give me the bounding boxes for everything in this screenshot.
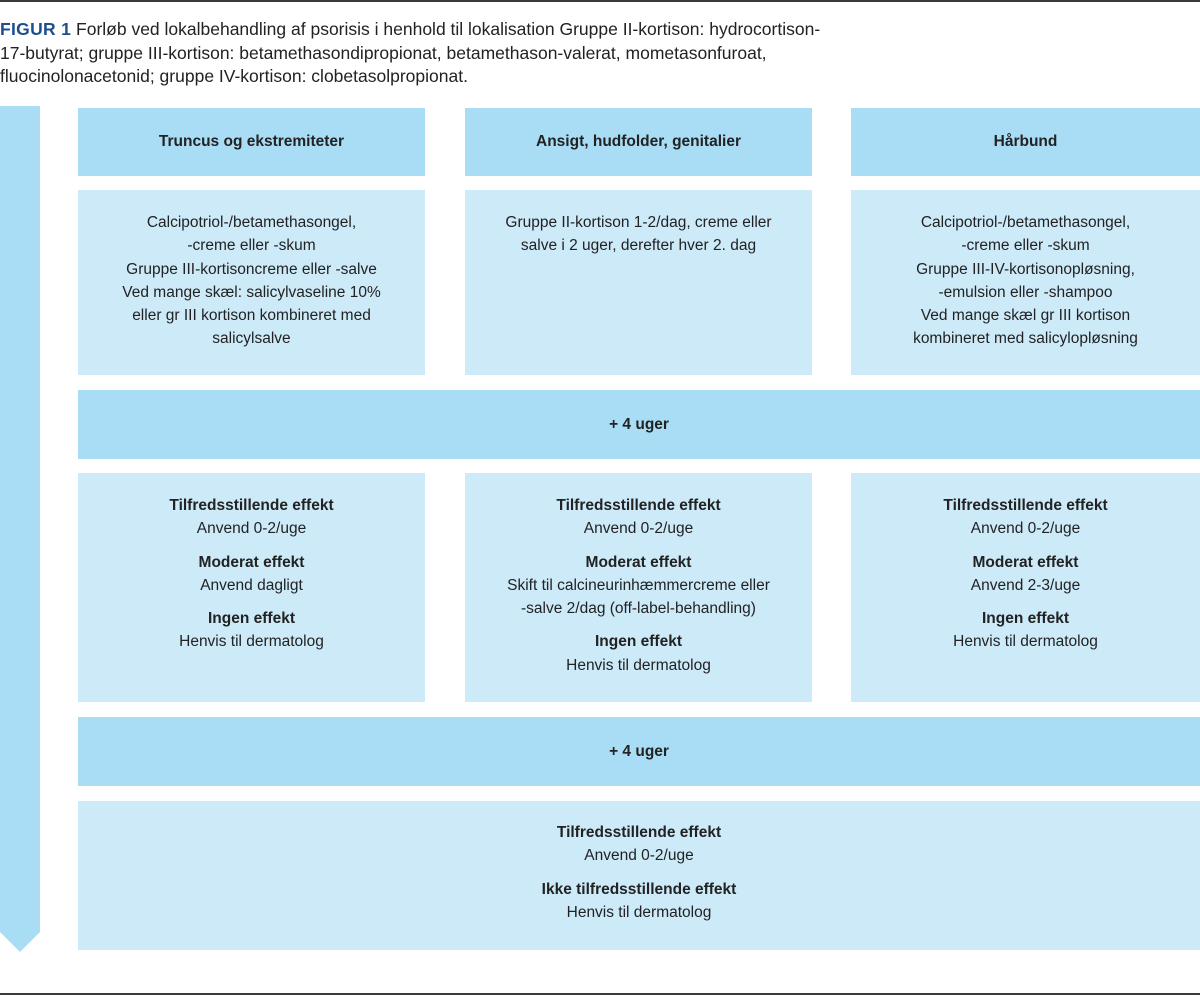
outcome-heading: Tilfredsstillende effekt (556, 824, 722, 841)
column-header-ansigt: Ansigt, hudfolder, genitalier (465, 108, 812, 176)
outcome-action: Anvend 0-2/uge (583, 520, 694, 538)
treatment-line: Calcipotriol-/betamethasongel, (146, 214, 357, 231)
outcome-action: Anvend 0-2/uge (970, 520, 1081, 538)
outcome-action: Skift til calcineurinhæmmercreme eller (507, 576, 770, 594)
treatment-line: Calcipotriol-/betamethasongel, (920, 214, 1131, 231)
outcome-action: Anvend 2-3/uge (970, 576, 1081, 594)
treatment-line: eller gr III kortison kombineret med (132, 307, 371, 325)
column-header-haarbund: Hårbund (851, 108, 1200, 176)
column-header-truncus: Truncus og ekstremiteter (78, 108, 425, 176)
treatment-line: kombineret med salicylopløsning (913, 330, 1138, 348)
outcome-heading: Moderat effekt (972, 553, 1079, 571)
timeline-arrow (0, 106, 40, 952)
treatment-box-haarbund: Calcipotriol-/betamethasongel, -creme ell… (851, 190, 1200, 375)
outcome-heading: Tilfredsstillende effekt (169, 497, 334, 514)
outcome-action: Henvis til dermatolog (179, 633, 324, 651)
interval-bar-2: + 4 uger (78, 717, 1200, 786)
treatment-line: salicylsalve (212, 330, 291, 348)
figure-caption: FIGUR 1 Forløb ved lokalbehandling af ps… (0, 18, 840, 89)
treatment-box-truncus: Calcipotriol-/betamethasongel, -creme ell… (78, 190, 425, 375)
outcome-heading: Moderat effekt (198, 553, 305, 571)
treatment-line: salve i 2 uger, derefter hver 2. dag (520, 237, 757, 255)
treatment-box-ansigt: Gruppe II-kortison 1-2/dag, creme eller s… (465, 190, 812, 375)
treatment-line: Ved mange skæl: salicylvaseline 10% (122, 283, 381, 301)
treatment-line: -creme eller -skum (961, 237, 1090, 255)
outcome-action: Anvend 0-2/uge (584, 847, 694, 865)
outcome-action: Anvend 0-2/uge (196, 520, 307, 538)
outcome-action: Henvis til dermatolog (566, 903, 712, 921)
treatment-line: Gruppe II-kortison 1-2/dag, creme eller (505, 214, 772, 231)
treatment-line: Gruppe III-IV-kortisonopløsning, (916, 260, 1135, 278)
outcome-heading: Moderat effekt (585, 553, 692, 571)
outcome-action: -salve 2/dag (off-label-behandling) (521, 600, 756, 618)
outcome-action: Anvend dagligt (200, 576, 303, 594)
outcome-heading: Ingen effekt (982, 610, 1069, 628)
treatment-line: Ved mange skæl gr III kortison (920, 307, 1131, 325)
outcome-heading: Ingen effekt (208, 610, 295, 628)
bottom-rule (0, 993, 1200, 995)
outcome-heading: Ingen effekt (595, 633, 682, 651)
treatment-line: Gruppe III-kortisoncreme eller -salve (126, 260, 377, 278)
interval-bar-1: + 4 uger (78, 390, 1200, 459)
outcome-heading: Ikke tilfredsstillende effekt (541, 880, 737, 898)
top-rule (0, 0, 1200, 2)
figure-caption-text: Forløb ved lokalbehandling af psorisis i… (0, 19, 821, 86)
treatment-line: -creme eller -skum (187, 237, 316, 255)
treatment-line: -emulsion eller -shampoo (938, 283, 1113, 301)
figure-label: FIGUR 1 (0, 19, 72, 39)
outcome-action: Henvis til dermatolog (953, 633, 1098, 651)
outcome-action: Henvis til dermatolog (566, 656, 711, 674)
outcome-heading: Tilfredsstillende effekt (556, 497, 721, 514)
outcome-heading: Tilfredsstillende effekt (943, 497, 1108, 514)
